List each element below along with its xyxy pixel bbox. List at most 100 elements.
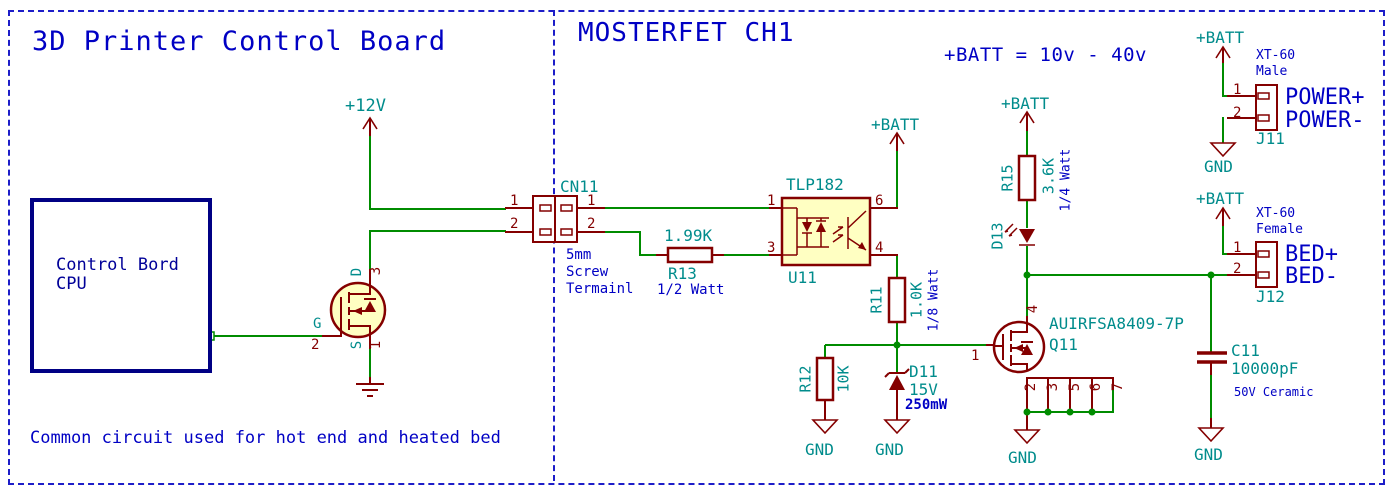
mosfet-left-pin-s: S [349, 340, 365, 350]
right-board-title: MOSTERFET CH1 [578, 18, 795, 48]
cn11-ref: CN11 [560, 177, 599, 196]
earth-ground-icon [356, 383, 384, 397]
resistor-r11 [887, 276, 907, 324]
connector-j12 [1255, 241, 1278, 288]
u11-pin1: 1 [767, 193, 776, 209]
cpu-block: Control Bord CPU [30, 198, 212, 373]
connector-j11 [1255, 84, 1278, 131]
j12-type: XT-60 [1256, 206, 1296, 221]
optocoupler-u11 [780, 196, 872, 267]
j12-pin2: 2 [1233, 261, 1242, 277]
power-arrow-icons [362, 45, 1231, 220]
j12-pin1: 1 [1233, 240, 1242, 256]
net-batt-j11: +BATT [1196, 28, 1245, 47]
c11-ref: C11 [1231, 341, 1260, 360]
u11-pin4: 4 [875, 240, 884, 256]
q11-pin1: 1 [971, 348, 980, 364]
r11-watt: 1/8 Watt [926, 268, 942, 332]
mosfet-left-num-d: 3 [368, 266, 384, 276]
j11-net1: POWER+ [1285, 85, 1365, 110]
net-gnd-c11: GND [1194, 445, 1223, 464]
net-gnd-d11: GND [875, 440, 904, 459]
r15-watt: 1/4 Watt [1058, 148, 1074, 212]
mosfet-left-pin-g: G [313, 316, 322, 332]
common-circuit-note: Common circuit used for hot end and heat… [30, 428, 501, 448]
connector-cn11 [532, 195, 578, 243]
capacitor-c11 [1197, 351, 1227, 364]
cn11-desc2: Screw [566, 264, 609, 280]
q11-pin2: 2 [1023, 382, 1039, 392]
j12-net2: BED- [1285, 264, 1338, 289]
cn11-pin1-right: 1 [587, 193, 596, 209]
q11-pin7: 7 [1110, 382, 1126, 392]
d11-power: 250mW [905, 397, 948, 413]
batt-range-note: +BATT = 10v - 40v [944, 44, 1147, 66]
r15-value: 3.6K [1039, 157, 1058, 195]
r15-ref: R15 [998, 164, 1017, 192]
cpu-label-line2: CPU [56, 274, 87, 294]
r13-ref: R13 [668, 264, 697, 283]
q11-pin3: 3 [1045, 382, 1061, 392]
q11-part: AUIRFSA8409-7P [1049, 314, 1184, 333]
cn11-desc3: Termainl [566, 281, 634, 297]
u11-part: TLP182 [786, 175, 844, 194]
sheet-outline [8, 10, 1385, 485]
q11-pin5: 5 [1067, 382, 1083, 392]
gnd-icons [811, 142, 1237, 445]
cn11-desc1: 5mm [566, 247, 592, 263]
j11-pin1: 1 [1233, 82, 1242, 98]
r13-value: 1.99K [664, 226, 713, 245]
net-batt-j12: +BATT [1196, 189, 1245, 208]
resistor-bodies [666, 154, 1037, 402]
mosfet-left-num-g: 2 [311, 337, 320, 353]
j11-type: XT-60 [1256, 48, 1296, 63]
u11-ref: U11 [788, 268, 817, 287]
j11-gender: Male [1256, 64, 1288, 79]
junction-dots [893, 271, 1215, 416]
net-batt-u11: +BATT [871, 115, 920, 134]
cn11-pin2-right: 2 [587, 216, 596, 232]
diode-d11 [884, 368, 910, 390]
r13-watt: 1/2 Watt [657, 282, 725, 298]
resistor-r13 [666, 246, 714, 264]
u11-pin6: 6 [875, 193, 884, 209]
sheet-divider [553, 10, 555, 481]
d11-value: 15V [909, 380, 938, 399]
net-12v: +12V [345, 96, 386, 116]
r11-value: 1.0K [907, 281, 926, 319]
q11-pin6: 6 [1088, 382, 1104, 392]
c11-value: 10000pF [1231, 359, 1299, 378]
j11-ref: J11 [1256, 129, 1285, 148]
cn11-pin1-left: 1 [510, 193, 519, 209]
mosfet-q11 [992, 320, 1046, 374]
d11-ref: D11 [909, 362, 938, 381]
wires [213, 62, 1229, 421]
j12-ref: J12 [1256, 287, 1285, 306]
j11-pin2: 2 [1233, 105, 1242, 121]
net-gnd-j11: GND [1204, 157, 1233, 176]
mosfet-left [329, 281, 387, 339]
net-batt-r15: +BATT [1001, 94, 1050, 113]
net-gnd-r12: GND [805, 440, 834, 459]
j11-net2: POWER- [1285, 108, 1365, 133]
j12-gender: Female [1256, 222, 1303, 237]
j12-net1: BED+ [1285, 242, 1338, 267]
mosfet-left-pin-d: D [349, 267, 365, 277]
left-board-title: 3D Printer Control Board [32, 26, 447, 57]
cn11-pin2-left: 2 [510, 216, 519, 232]
resistor-r15 [1017, 154, 1037, 202]
pins [322, 47, 1257, 431]
r12-value: 10K [834, 365, 853, 393]
u11-pin3: 3 [767, 240, 776, 256]
d13-ref: D13 [988, 222, 1007, 250]
resistor-r12 [815, 356, 835, 402]
q11-pin4: 4 [1025, 304, 1041, 314]
r12-ref: R12 [796, 365, 815, 393]
c11-desc: 50V Ceramic [1234, 385, 1314, 399]
mosfet-left-num-s: 1 [368, 340, 384, 350]
net-gnd-q11: GND [1008, 448, 1037, 467]
diode-d13 [1004, 223, 1035, 246]
q11-ref: Q11 [1049, 335, 1078, 354]
